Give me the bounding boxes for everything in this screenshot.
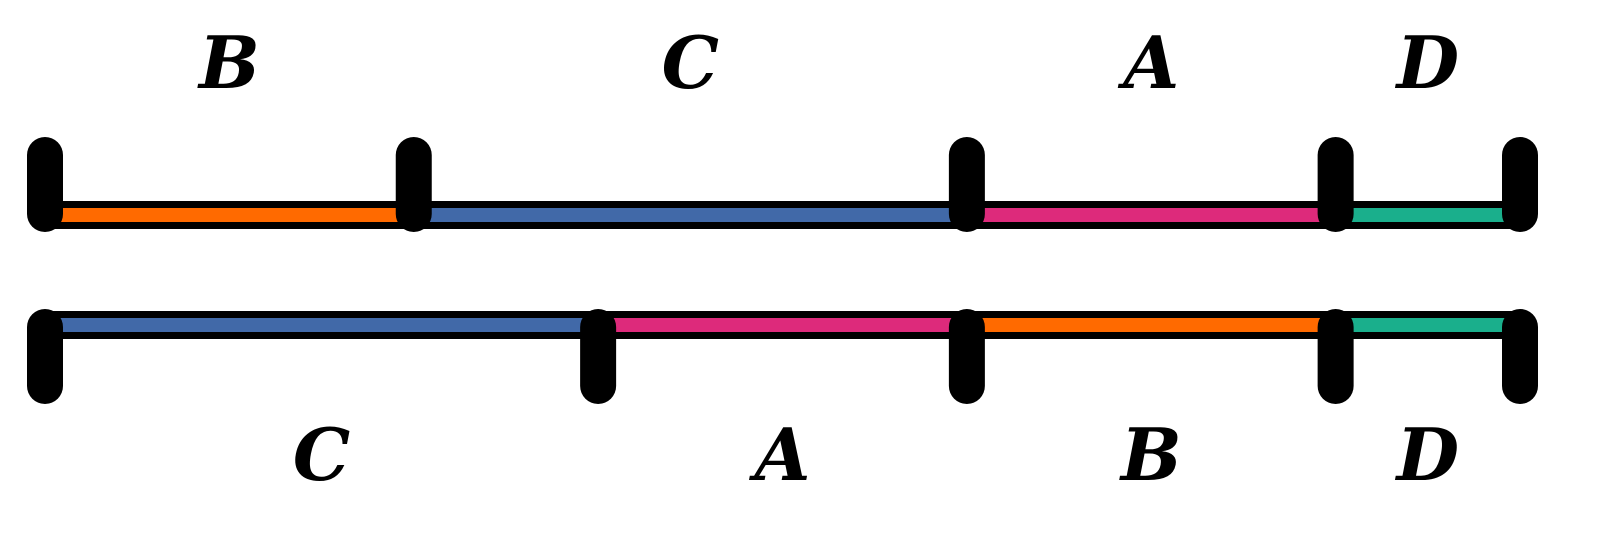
segment-D — [1341, 318, 1514, 332]
segment-D — [1341, 208, 1514, 222]
segment-A — [972, 208, 1330, 222]
segment-label-A: A — [1117, 20, 1179, 105]
tick-mark — [1502, 309, 1538, 404]
tick-mark — [580, 309, 617, 404]
tick-mark — [1317, 309, 1354, 404]
segment-label-C: C — [662, 20, 719, 105]
segment-A — [604, 318, 961, 332]
tick-mark — [27, 137, 63, 232]
segment-label-D: D — [1395, 20, 1459, 105]
segment-C — [419, 208, 961, 222]
segment-C — [51, 318, 593, 332]
segment-B — [972, 318, 1330, 332]
segment-B — [51, 208, 408, 222]
tick-mark — [1502, 137, 1538, 232]
segment-label-D: D — [1395, 412, 1459, 497]
tick-mark — [948, 309, 985, 404]
segment-label-B: B — [1119, 412, 1182, 497]
tick-mark — [1317, 137, 1354, 232]
tick-mark — [395, 137, 432, 232]
tick-mark — [948, 137, 985, 232]
segment-label-B: B — [197, 20, 260, 105]
tick-mark — [27, 309, 63, 404]
segment-label-A: A — [749, 412, 811, 497]
segment-label-C: C — [293, 412, 350, 497]
